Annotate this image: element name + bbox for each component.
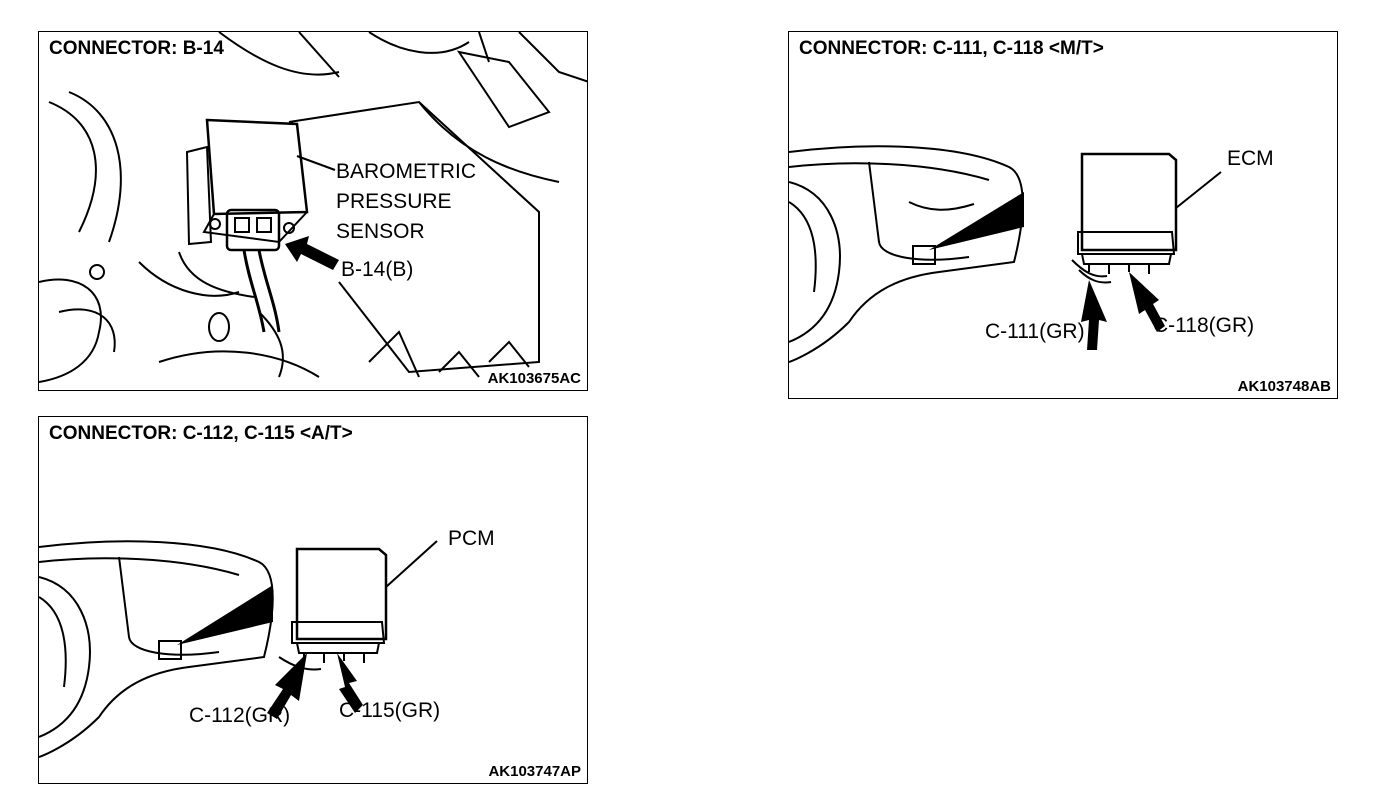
figure-code: AK103675AC (487, 370, 581, 387)
at-illustration: PCM C-112(GR) C-115(GR) (39, 527, 495, 758)
label-pcm: PCM (448, 527, 495, 550)
figure-code: AK103747AP (488, 763, 581, 780)
label-c118: C-118(GR) (1153, 314, 1254, 337)
panel-title: CONNECTOR: C-112, C-115 <A/T> (49, 423, 353, 444)
mt-illustration: ECM C-111(GR) C-118(GR) (789, 145, 1274, 363)
label-pressure: PRESSURE (336, 190, 452, 213)
panel-title: CONNECTOR: C-111, C-118 <M/T> (799, 38, 1104, 59)
label-ecm: ECM (1227, 147, 1274, 170)
label-c115: C-115(GR) (339, 699, 440, 722)
figure-code: AK103748AB (1237, 378, 1331, 395)
panel-connector-mt: CONNECTOR: C-111, C-118 <M/T> EC (788, 31, 1338, 399)
b14-illustration: BAROMETRIC PRESSURE SENSOR B-14(B) (39, 32, 587, 383)
label-c111: C-111(GR) (985, 320, 1085, 343)
panel-connector-b14: CONNECTOR: B-14 (38, 31, 588, 391)
label-c112: C-112(GR) (189, 704, 290, 727)
label-barometric: BAROMETRIC (336, 160, 476, 183)
panel-connector-at: CONNECTOR: C-112, C-115 <A/T> PCM C-112(… (38, 416, 588, 784)
label-connector-b14: B-14(B) (341, 258, 413, 281)
panel-title: CONNECTOR: B-14 (49, 38, 224, 59)
label-sensor: SENSOR (336, 220, 425, 243)
